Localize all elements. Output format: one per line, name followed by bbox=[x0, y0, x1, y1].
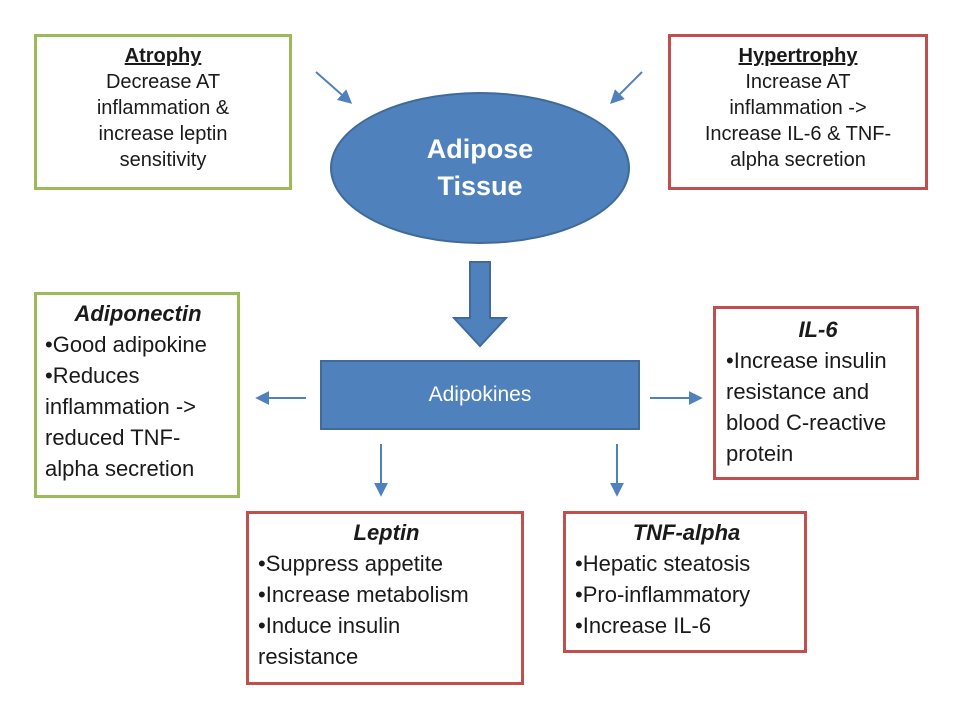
atrophy-line: inflammation & bbox=[96, 97, 230, 119]
atrophy-title: Atrophy bbox=[124, 45, 202, 67]
bullet-line: •Good adipokine bbox=[45, 332, 207, 357]
tnf-alpha-bullet: •Increase IL-6 bbox=[575, 610, 798, 641]
adiponectin-bullet: •Good adipokine bbox=[45, 329, 231, 360]
bullet-line: •Increase IL-6 bbox=[575, 613, 712, 638]
hypertrophy-line: Increase IL-6 & TNF- bbox=[704, 123, 892, 145]
bullet-line: reduced TNF- bbox=[45, 425, 181, 450]
tnf-alpha-bullet: •Hepatic steatosis bbox=[575, 548, 798, 579]
leptin-title: Leptin bbox=[353, 520, 420, 545]
leptin-bullet: •Suppress appetite bbox=[258, 548, 515, 579]
atrophy-line: increase leptin bbox=[98, 123, 228, 145]
bullet-line: alpha secretion bbox=[45, 456, 195, 481]
adiponectin-title: Adiponectin bbox=[74, 301, 202, 326]
adipose-tissue-ellipse: Adipose Tissue bbox=[330, 92, 630, 244]
bullet-line: •Pro-inflammatory bbox=[575, 582, 751, 607]
atrophy-line: sensitivity bbox=[119, 149, 207, 171]
bullet-line: •Suppress appetite bbox=[258, 551, 444, 576]
hypertrophy-to-adipose-arrow bbox=[610, 71, 643, 104]
adipokines-label: Adipokines bbox=[428, 383, 532, 406]
tnf-alpha-bullet: •Pro-inflammatory bbox=[575, 579, 798, 610]
adiponectin-bullet: •Reduces inflammation -> reduced TNF- al… bbox=[45, 360, 231, 484]
hypertrophy-box: Hypertrophy Increase AT inflammation -> … bbox=[668, 34, 928, 190]
adipose-tissue-label: Adipose Tissue bbox=[420, 131, 540, 205]
adipose-to-adipokines-arrow bbox=[451, 261, 509, 348]
bullet-line: •Increase metabolism bbox=[258, 582, 469, 607]
bullet-line: resistance and bbox=[726, 379, 870, 404]
adipokines-box: Adipokines bbox=[320, 360, 640, 430]
hypertrophy-line: alpha secretion bbox=[730, 149, 866, 171]
adipose-label-line: Adipose bbox=[426, 134, 534, 164]
tnf-alpha-box: TNF-alpha •Hepatic steatosis •Pro-inflam… bbox=[563, 511, 807, 653]
atrophy-line: Decrease AT bbox=[105, 71, 221, 93]
bullet-line: inflammation -> bbox=[45, 394, 197, 419]
hypertrophy-title: Hypertrophy bbox=[738, 45, 858, 67]
bullet-line: •Hepatic steatosis bbox=[575, 551, 751, 576]
leptin-bullet: •Induce insulin resistance bbox=[258, 610, 515, 672]
atrophy-to-adipose-arrow bbox=[315, 71, 353, 104]
bullet-line: blood C-reactive bbox=[726, 410, 887, 435]
adipose-label-line: Tissue bbox=[437, 171, 523, 201]
il6-bullet: •Increase insulin resistance and blood C… bbox=[726, 345, 910, 469]
bullet-line: •Induce insulin bbox=[258, 613, 401, 638]
tnf-alpha-title: TNF-alpha bbox=[632, 520, 741, 545]
bullet-line: •Increase insulin bbox=[726, 348, 887, 373]
leptin-bullet: •Increase metabolism bbox=[258, 579, 515, 610]
leptin-box: Leptin •Suppress appetite •Increase meta… bbox=[246, 511, 524, 685]
atrophy-box: Atrophy Decrease AT inflammation & incre… bbox=[34, 34, 292, 190]
bullet-line: •Reduces bbox=[45, 363, 140, 388]
hypertrophy-line: Increase AT bbox=[745, 71, 851, 93]
il6-box: IL-6 •Increase insulin resistance and bl… bbox=[713, 306, 919, 480]
hypertrophy-line: inflammation -> bbox=[729, 97, 867, 119]
bullet-line: protein bbox=[726, 441, 794, 466]
il6-title: IL-6 bbox=[798, 317, 838, 342]
bullet-line: resistance bbox=[258, 644, 359, 669]
adiponectin-box: Adiponectin •Good adipokine •Reduces inf… bbox=[34, 292, 240, 498]
